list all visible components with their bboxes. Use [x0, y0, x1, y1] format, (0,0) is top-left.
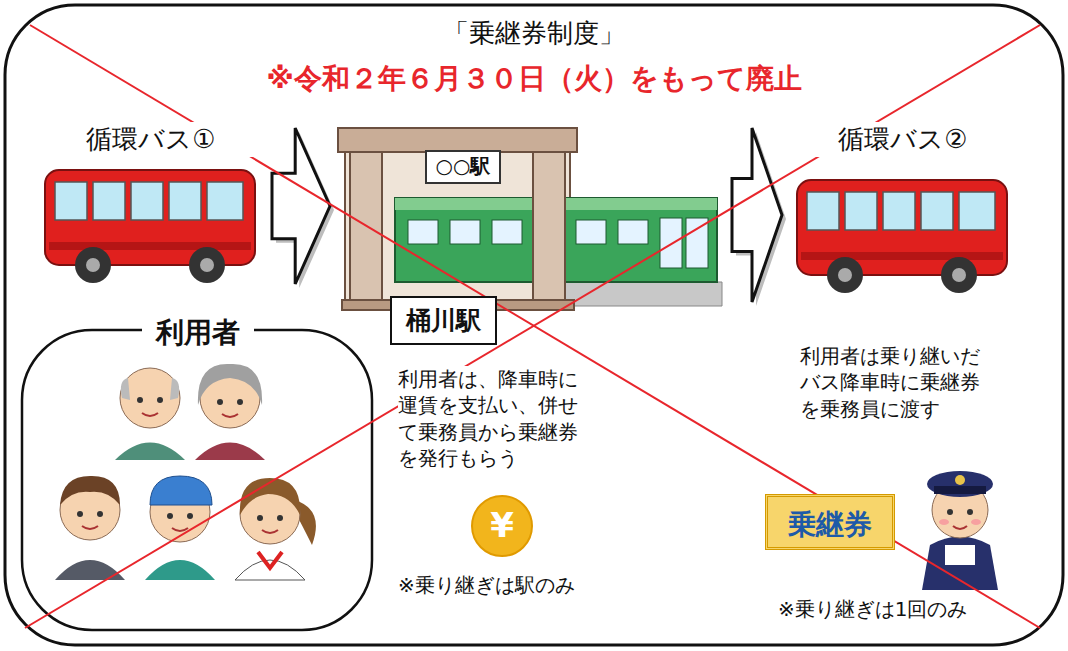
bus-node: 循環バス① [40, 122, 262, 284]
description: 利用者は乗り継いだバス降車時に乗継券を乗務員に渡す [800, 343, 984, 422]
bus-2 [797, 180, 1007, 293]
title-row: 「乗継券制度」 [0, 16, 1068, 51]
note: ※乗り継ぎは1回のみ [778, 596, 967, 623]
station-name: 桶川駅 [406, 304, 481, 337]
station-sign: ○○駅 [428, 153, 498, 180]
user-group: 利用者 [22, 312, 374, 632]
bus-label: 循環バス② [792, 122, 1014, 157]
station [338, 128, 722, 310]
transfer-ticket: 乗継券 [765, 494, 895, 550]
block-arrow [732, 128, 786, 306]
fare-coin: ¥ [471, 495, 533, 557]
label-row: ※令和２年６月３０日（火）をもって廃止 [0, 60, 1068, 98]
title: 「乗継券制度」 [437, 16, 631, 51]
description: 利用者は、降車時に運賃を支払い、併せて乗務員から乗継券を発行もらう [398, 366, 582, 472]
yen-symbol: ¥ [473, 505, 531, 545]
station-name-box: 桶川駅 [390, 296, 497, 345]
ticket-text: 乗継券 [768, 506, 892, 544]
bus-label: 循環バス① [40, 122, 262, 157]
user-region [22, 330, 372, 630]
arrow-body [272, 128, 330, 284]
group-label: 利用者 [142, 314, 254, 352]
arrow-body [732, 128, 782, 302]
bus-node: 循環バス② [792, 122, 1014, 302]
driver [922, 471, 998, 590]
outer-frame [5, 5, 1063, 645]
block-arrow [272, 128, 334, 288]
station-node: ○○駅 [340, 128, 722, 310]
note: ※乗り継ぎは駅のみ [398, 572, 575, 599]
abolition-note: ※令和２年６月３０日（火）をもって廃止 [260, 60, 807, 98]
bus-1 [45, 170, 255, 283]
people [55, 364, 316, 580]
